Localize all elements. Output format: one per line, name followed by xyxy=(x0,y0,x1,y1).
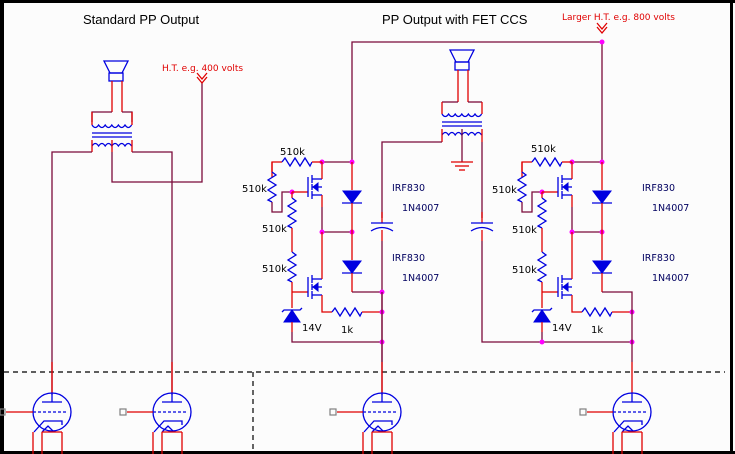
zener-diode-icon xyxy=(531,307,553,323)
label-mosfet-lower-a: IRF830 xyxy=(392,253,425,264)
label-resistor-mid-b: 510k xyxy=(512,225,537,236)
label-resistor-low-a: 510k xyxy=(262,264,287,275)
frame-right xyxy=(730,0,733,454)
right-wire-xfmr-left xyxy=(381,141,442,218)
right-supply-icon xyxy=(596,22,608,34)
label-resistor-top-a: 510k xyxy=(280,147,305,158)
junction-dot xyxy=(599,39,605,45)
coupling-capacitor-a-icon xyxy=(370,222,394,232)
label-mosfet-lower-b: IRF830 xyxy=(642,253,675,264)
coupling-capacitor-b-icon xyxy=(470,222,494,232)
right-valve-a-grid-pin xyxy=(329,408,337,416)
label-diode-upper-a: 1N4007 xyxy=(402,203,439,214)
frame-top xyxy=(0,0,735,3)
resistor-icon xyxy=(531,157,563,167)
ccs-stage-a xyxy=(267,157,385,345)
resistor-icon xyxy=(331,307,363,317)
left-valve-a-grid-pin xyxy=(0,408,6,416)
label-zener-a: 14V xyxy=(302,323,322,334)
right-ht-rail xyxy=(351,41,603,162)
diode-lower-icon xyxy=(591,260,613,274)
resistor-icon xyxy=(287,197,297,229)
resistor-icon xyxy=(287,251,297,283)
left-valve-b-grid-pin xyxy=(119,408,127,416)
right-valve-b-icon xyxy=(612,392,652,433)
right-section-title: PP Output with FET CCS xyxy=(382,12,528,27)
label-resistor-side-a: 510k xyxy=(242,184,267,195)
label-diode-lower-b: 1N4007 xyxy=(652,273,689,284)
resistor-icon xyxy=(581,307,613,317)
right-supply-label: Larger H.T. e.g. 800 volts xyxy=(562,13,675,23)
mosfet-lower-icon xyxy=(557,274,573,300)
mosfet-lower-icon xyxy=(307,274,323,300)
left-valve-b-icon xyxy=(152,392,192,433)
frame-bottom xyxy=(0,451,735,454)
mosfet-upper-icon xyxy=(557,174,573,200)
diode-upper-icon xyxy=(341,190,363,204)
mosfet-upper-icon xyxy=(307,174,323,200)
label-resistor-low-b: 510k xyxy=(512,265,537,276)
left-wire-anode-b xyxy=(132,151,173,395)
right-valve-b-grid-pin xyxy=(579,408,587,416)
label-mosfet-upper-b: IRF830 xyxy=(642,183,675,194)
label-resistor-top-b: 510k xyxy=(531,144,556,155)
right-speaker-icon xyxy=(449,49,475,71)
left-supply-label: H.T. e.g. 400 volts xyxy=(162,64,243,74)
left-speaker-icon xyxy=(103,60,129,82)
diode-upper-icon xyxy=(591,190,613,204)
diode-lower-icon xyxy=(341,260,363,274)
ground-icon xyxy=(450,161,474,171)
resistor-icon xyxy=(537,251,547,283)
frame-left xyxy=(0,0,4,454)
label-resistor-mid-a: 510k xyxy=(262,224,287,235)
label-diode-upper-b: 1N4007 xyxy=(652,203,689,214)
left-supply-icon xyxy=(196,72,208,84)
left-wire-anode-a xyxy=(51,151,92,395)
label-sense-resistor-b: 1k xyxy=(591,325,603,336)
zener-diode-icon xyxy=(281,307,303,323)
label-diode-lower-a: 1N4007 xyxy=(402,273,439,284)
left-wire-ht xyxy=(111,82,203,183)
resistor-icon xyxy=(537,197,547,229)
label-zener-b: 14V xyxy=(552,323,572,334)
right-valve-a-icon xyxy=(362,392,402,433)
label-sense-resistor-a: 1k xyxy=(341,325,353,336)
label-resistor-side-b: 510k xyxy=(492,185,517,196)
label-mosfet-upper-a: IRF830 xyxy=(392,183,425,194)
resistor-icon xyxy=(281,157,313,167)
left-section-title: Standard PP Output xyxy=(83,12,200,27)
ccs-stage-b xyxy=(517,157,635,345)
left-valve-a-icon xyxy=(32,392,72,433)
